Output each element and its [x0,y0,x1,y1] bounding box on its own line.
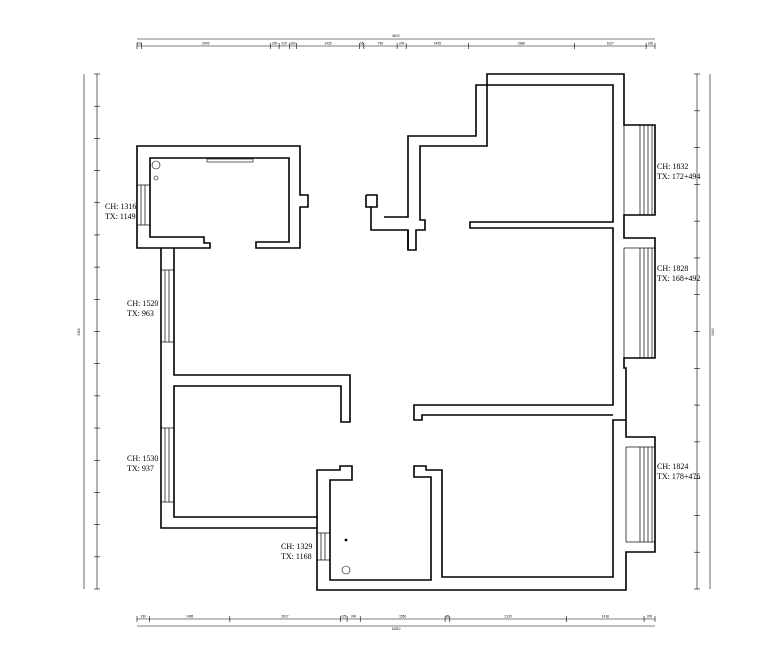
top-dimension-segment-label: 2386 [518,42,525,46]
top-dimension-segment-label: 200 [648,42,654,46]
right-total-dimension: 9410 [711,328,715,335]
top-dimension-segment-label: 1617 [607,42,614,46]
outer-wall [160,248,353,540]
top-total-dimension: 8620 [392,34,399,38]
window-nw-tx: TX: 1149 [105,212,136,221]
window-e-tx: TX: 168+492 [657,274,701,283]
window-w1-tx: TX: 963 [127,309,154,318]
window-w1-ch: CH: 1520 [127,299,159,308]
drain-icon [151,160,161,170]
bottom-dimension-segment-label: 2130 [505,615,512,619]
top-dimension-segment-label: 160 [290,42,296,46]
central-wall [366,73,656,420]
bathroom-s-wall [316,419,656,591]
top-dimension-segment-label: 204 [399,42,405,46]
top-dimension-segment-label: 1405 [434,42,441,46]
bottom-dimension-segment-label: 1550 [399,615,406,619]
right-dimension-line: 9410 [694,73,715,590]
top-dimension-segment-label: 100 [137,42,143,46]
window-ne-tx: TX: 172+494 [657,172,701,181]
window-e-ch: CH: 1828 [657,264,689,273]
top-dimension-segment-label: 2903 [202,42,209,46]
top-dimension-segment-label: 750 [378,42,384,46]
window-s-tx: TX: 1168 [281,552,312,561]
bottom-total-dimension: 10810 [392,627,401,631]
bottom-dimension-segment-label: 240 [351,615,357,619]
left-total-dimension: 9310 [77,328,81,335]
window-se-ch: CH: 1824 [657,462,689,471]
window-ne [623,124,656,216]
window-w2-tx: TX: 937 [127,464,154,473]
top-dimension-segment-label: 229 [282,42,288,46]
left-dimension-line: 9310 [77,73,100,590]
bottom-dimension-segment-label: 85 [446,615,450,619]
window-w1 [160,269,175,343]
top-dimension-segment-label: 1425 [324,42,331,46]
window-ne-ch: CH: 1832 [657,162,689,171]
window-s-ch: CH: 1329 [281,542,313,551]
bottom-dimension-segment-label: 1465 [186,615,193,619]
bottom-dimension-segment-label: 2017 [281,615,288,619]
window-w2-ch: CH: 1530 [127,454,159,463]
window-label-ne: CH: 1832 TX: 172+494 [657,162,700,182]
window-nw [136,184,151,226]
drain-icon [341,565,351,575]
central-wall-inner [365,84,614,421]
bathroom-nw-wall [136,145,309,249]
bottom-dimension-segment-label: 200 [647,615,653,619]
top-dimension-segment-label: 95 [360,42,364,46]
bottom-dimension-segment-label: 230 [141,615,147,619]
bottom-dimension-segment-label: 1418 [602,615,609,619]
window-label-s: CH: 1329 TX: 1168 [281,542,312,562]
window-w2 [160,427,175,503]
bottom-dimension-segment-label: 125 [341,615,347,619]
bottom-dimension-line: 10810 230 1465 2017 125 240 1550 85 2130 1418 200 [136,615,656,631]
window-label-nw: CH: 1316 TX: 1149 [105,202,136,222]
bathroom-s-fixtures [341,538,351,575]
window-label-e: CH: 1828 TX: 168+492 [657,264,700,284]
window-nw-ch: CH: 1316 [105,202,137,211]
window-label-se: CH: 1824 TX: 178+476 [657,462,700,482]
window-se [625,446,656,543]
window-label-w1: CH: 1520 TX: 963 [127,299,158,319]
pipe-icon [153,175,159,181]
top-dimension-segment-label: 200 [272,42,278,46]
window-label-w2: CH: 1530 TX: 937 [127,454,158,474]
vanity-counter [206,158,254,163]
window-e [623,247,656,359]
pipe-dot-icon [344,538,348,542]
window-se-tx: TX: 178+476 [657,472,701,481]
bathroom-nw-fixtures [151,158,254,181]
window-s [316,532,331,561]
inner-wall-west [173,248,351,518]
